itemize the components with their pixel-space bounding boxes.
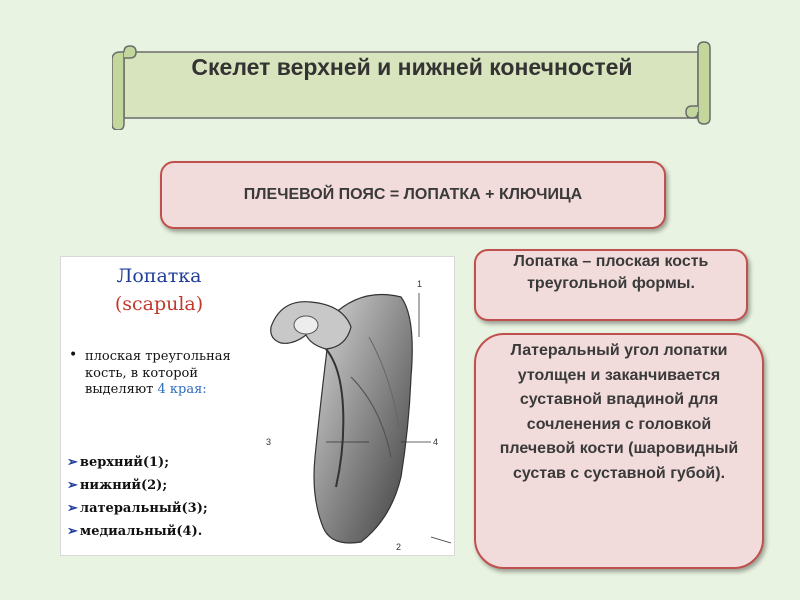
scapula-illustration [270, 293, 452, 544]
chevron-right-icon: ➢ [67, 478, 78, 493]
title-scroll-banner: Скелет верхней и нижней конечностей [112, 40, 712, 130]
edge-item: ➢медиальный(4). [67, 524, 203, 539]
scapula-definition-text: Лопатка – плоская кость треугольной форм… [513, 253, 709, 292]
lateral-angle-box: Латеральный угол лопатки утолщен и закан… [474, 333, 764, 569]
scapula-figure-panel: Лопатка (scapula) • плоская треугольная … [60, 256, 455, 556]
scapula-definition-box: Лопатка – плоская кость треугольной форм… [474, 249, 748, 321]
slide-title: Скелет верхней и нижней конечностей [191, 54, 633, 80]
scroll-shape [112, 41, 711, 130]
label-2: 2 [396, 542, 402, 552]
panel-title: Лопатка [116, 265, 202, 287]
edge-item: ➢латеральный(3); [67, 501, 208, 516]
chevron-right-icon: ➢ [67, 455, 78, 470]
label-1: 1 [417, 279, 423, 289]
lateral-angle-text: Латеральный угол лопатки утолщен и закан… [499, 342, 739, 482]
panel-bullet: • плоская треугольная кость, в которой в… [69, 347, 249, 399]
shoulder-girdle-box: ПЛЕЧЕВОЙ ПОЯС = ЛОПАТКА + КЛЮЧИЦА [160, 161, 666, 229]
chevron-right-icon: ➢ [67, 524, 78, 539]
bullet-dot-icon: • [69, 347, 78, 363]
edge-item: ➢нижний(2); [67, 478, 168, 493]
shoulder-girdle-text: ПЛЕЧЕВОЙ ПОЯС = ЛОПАТКА + КЛЮЧИЦА [243, 186, 583, 203]
panel-subtitle: (scapula) [114, 293, 204, 315]
bullet-tail: края: [169, 382, 207, 397]
panel-bullet-text: плоская треугольная кость, в которой выд… [85, 349, 249, 399]
bullet-number: 4 [157, 382, 166, 397]
label-3: 3 [266, 437, 272, 447]
edge-item: ➢верхний(1); [67, 455, 169, 470]
bullet-main: плоская треугольная кость, в которой выд… [85, 349, 231, 397]
chevron-right-icon: ➢ [67, 501, 78, 516]
edge-list: ➢верхний(1); ➢нижний(2); ➢латеральный(3)… [67, 451, 257, 543]
label-4: 4 [433, 437, 439, 447]
